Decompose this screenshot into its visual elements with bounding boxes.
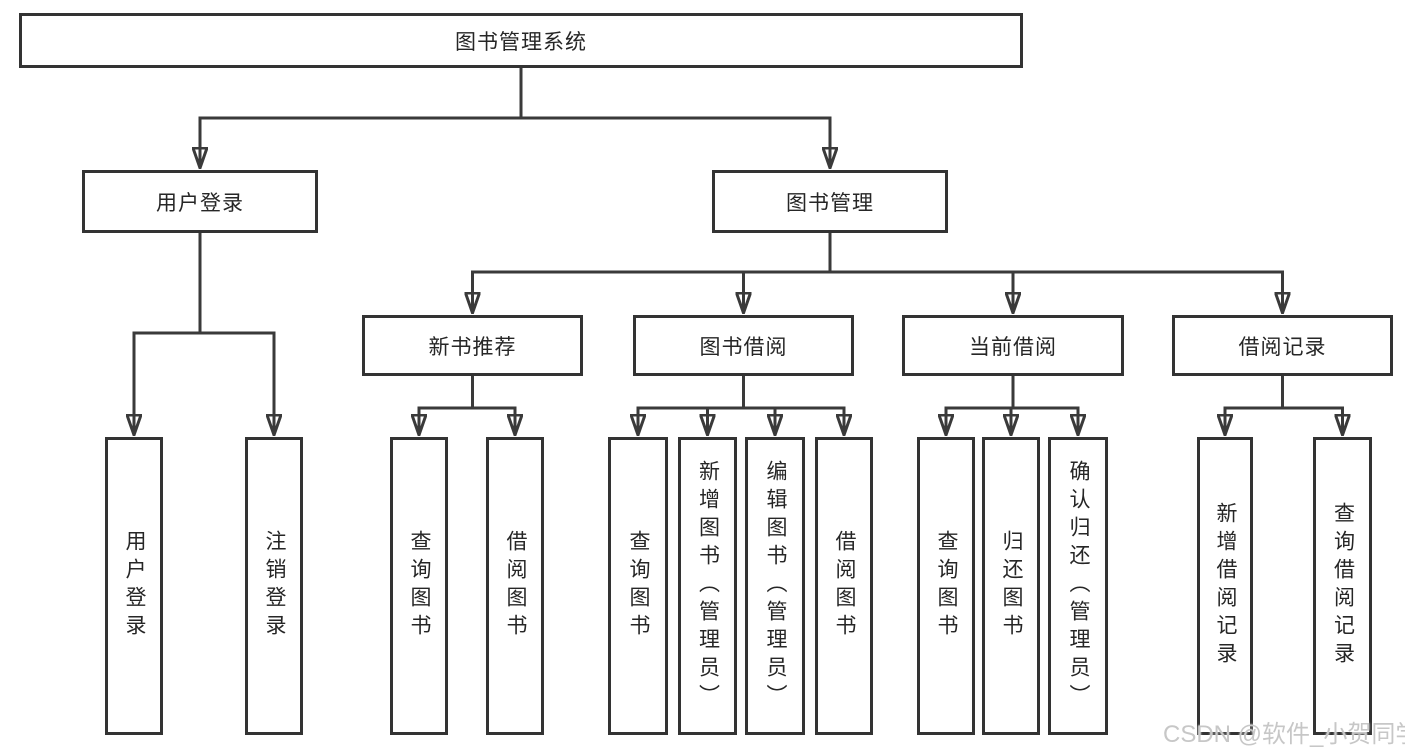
node-label: 用户登录 — [156, 191, 244, 215]
node-leaf-bb-add-books-admin: 新增图书（管理员） — [678, 437, 737, 735]
node-label: 归还图书 — [1000, 530, 1023, 642]
node-leaf-br-query-record: 查询借阅记录 — [1313, 437, 1372, 735]
node-label: 查询图书 — [408, 530, 431, 642]
node-book-borrow: 图书借阅 — [633, 315, 854, 376]
node-leaf-user-login: 用户登录 — [105, 437, 163, 735]
node-label: 借阅记录 — [1238, 335, 1327, 359]
node-borrow-records: 借阅记录 — [1172, 315, 1393, 376]
node-user-login: 用户登录 — [82, 170, 318, 233]
node-label: 当前借阅 — [969, 335, 1057, 359]
node-leaf-cb-confirm-return-admin: 确认归还（管理员） — [1048, 437, 1108, 735]
node-label: 图书管理系统 — [455, 30, 587, 54]
csdn-watermark: CSDN @软件_小贺同学 — [1163, 721, 1405, 747]
node-root: 图书管理系统 — [19, 13, 1023, 68]
node-current-borrow: 当前借阅 — [902, 315, 1124, 376]
node-leaf-bb-borrow-books: 借阅图书 — [815, 437, 873, 735]
node-label: 查询借阅记录 — [1331, 502, 1355, 670]
node-label: 新书推荐 — [428, 335, 517, 359]
node-label: 查询图书 — [627, 530, 650, 642]
node-label: 用户登录 — [123, 530, 146, 642]
node-label: 图书管理 — [786, 191, 874, 215]
node-label: 确认归还（管理员） — [1067, 460, 1090, 712]
node-leaf-cb-query-books: 查询图书 — [917, 437, 975, 735]
node-book-management: 图书管理 — [712, 170, 948, 233]
node-label: 新增图书（管理员） — [696, 460, 720, 712]
node-label: 借阅图书 — [833, 530, 856, 642]
node-label: 编辑图书（管理员） — [764, 460, 787, 712]
node-leaf-bb-edit-books-admin: 编辑图书（管理员） — [745, 437, 805, 735]
node-leaf-br-add-record: 新增借阅记录 — [1197, 437, 1253, 735]
node-leaf-nb-borrow-books: 借阅图书 — [486, 437, 544, 735]
node-label: 新增借阅记录 — [1214, 502, 1237, 670]
node-label: 查询图书 — [935, 530, 958, 642]
node-label: 借阅图书 — [504, 530, 527, 642]
node-new-book-recommend: 新书推荐 — [362, 315, 583, 376]
node-leaf-logout: 注销登录 — [245, 437, 303, 735]
node-label: 注销登录 — [263, 530, 286, 642]
node-leaf-cb-return-books: 归还图书 — [982, 437, 1040, 735]
node-label: 图书借阅 — [699, 335, 788, 359]
node-leaf-nb-query-books: 查询图书 — [390, 437, 448, 735]
node-leaf-bb-query-books: 查询图书 — [608, 437, 668, 735]
